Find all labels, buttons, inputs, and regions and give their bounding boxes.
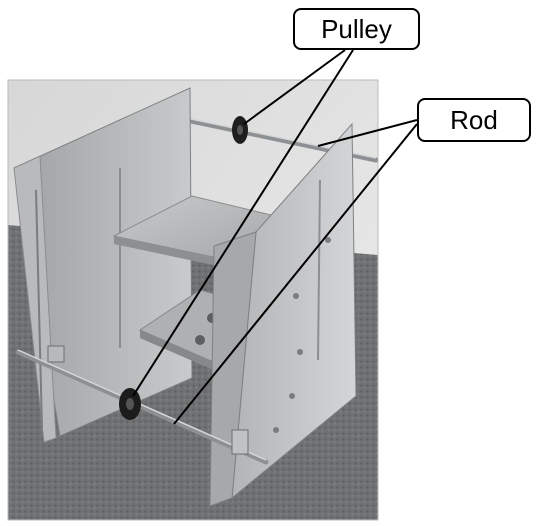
photo-frame <box>7 79 379 521</box>
pulley-leader-lines <box>132 49 354 397</box>
lower-rod <box>15 345 269 465</box>
rod-leader-lines <box>173 119 418 425</box>
right-side-plate <box>209 122 357 507</box>
rod-label: Rod <box>417 98 531 142</box>
lower-pulley <box>119 388 141 420</box>
pulley-label: Pulley <box>293 8 420 50</box>
upper-pulley <box>232 116 248 144</box>
